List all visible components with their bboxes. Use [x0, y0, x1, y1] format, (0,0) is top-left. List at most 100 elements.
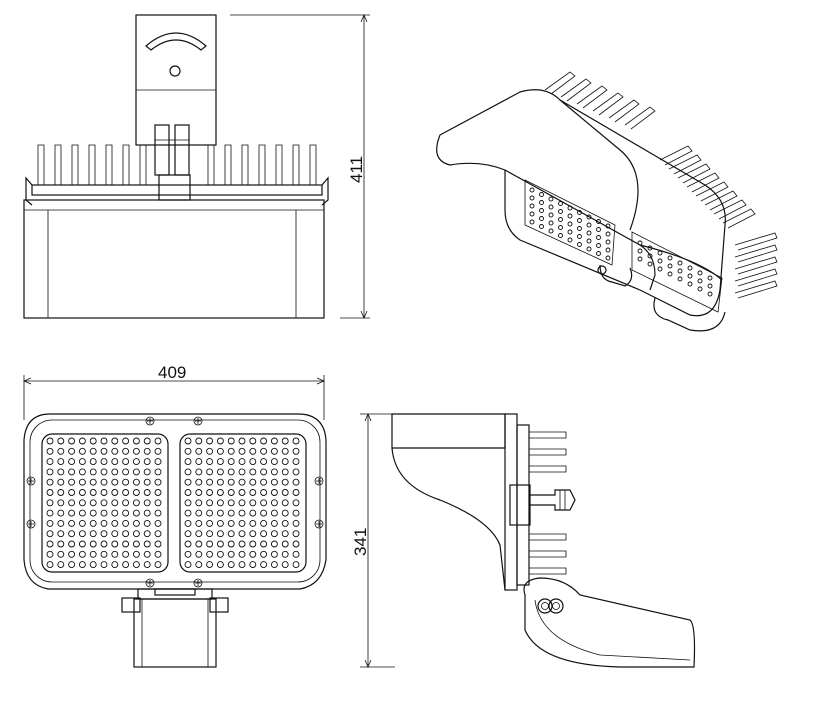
led: [539, 200, 544, 205]
led: [249, 519, 257, 527]
led: [529, 219, 535, 225]
led: [292, 458, 300, 466]
iso-fin: [677, 163, 711, 184]
led: [281, 561, 289, 569]
led: [281, 489, 289, 496]
led: [89, 447, 97, 455]
led: [68, 530, 76, 538]
led: [132, 550, 140, 558]
led: [558, 201, 563, 206]
led: [46, 447, 54, 455]
led: [292, 509, 300, 517]
led: [249, 489, 257, 496]
led: [567, 213, 573, 219]
led: [100, 519, 108, 527]
led: [227, 478, 235, 486]
led: [238, 458, 246, 466]
led: [260, 530, 268, 538]
led: [122, 489, 130, 496]
screw-icon: [26, 519, 36, 529]
led: [78, 458, 86, 466]
led: [667, 255, 673, 261]
led: [111, 540, 119, 548]
led: [260, 468, 268, 476]
led: [184, 437, 192, 445]
iso-fin: [722, 208, 756, 229]
led-panel-left: [41, 433, 169, 573]
led: [143, 458, 151, 466]
led: [122, 509, 130, 517]
led: [238, 468, 246, 476]
led: [184, 478, 192, 486]
led: [238, 478, 246, 486]
led: [260, 540, 268, 548]
led: [281, 519, 289, 527]
led: [68, 458, 76, 466]
led: [89, 478, 97, 486]
led: [707, 275, 713, 281]
led: [111, 478, 119, 486]
iso-fin: [608, 99, 640, 123]
led: [281, 530, 289, 538]
led: [249, 550, 257, 558]
led: [260, 509, 268, 517]
led: [184, 561, 192, 569]
side-elevation-view: 411: [23, 13, 370, 320]
led: [122, 447, 130, 455]
led: [227, 489, 235, 496]
led: [260, 437, 268, 445]
led: [46, 519, 54, 527]
led: [249, 509, 257, 517]
fin: [37, 144, 45, 185]
housing-body: [23, 199, 325, 319]
led: [249, 530, 257, 538]
led: [78, 437, 86, 445]
led: [529, 211, 535, 217]
led: [292, 468, 300, 476]
led: [206, 550, 214, 558]
led: [89, 499, 97, 507]
led: [89, 540, 97, 548]
led: [143, 447, 151, 455]
depth-dimension: 341: [351, 528, 370, 556]
led: [143, 530, 151, 538]
led: [238, 561, 246, 569]
led: [216, 499, 224, 507]
front-housing: [23, 413, 327, 590]
led: [596, 251, 601, 256]
fin: [71, 144, 79, 185]
led: [184, 540, 192, 548]
fin: [105, 144, 113, 185]
led: [687, 273, 693, 279]
led: [596, 243, 601, 248]
led: [539, 208, 544, 213]
led: [111, 468, 119, 476]
led: [78, 540, 86, 548]
fin: [529, 567, 567, 575]
led: [122, 458, 130, 466]
screw-icon: [145, 578, 155, 588]
iso-fin: [544, 71, 576, 95]
led: [68, 519, 76, 527]
led: [249, 447, 257, 455]
led: [100, 437, 108, 445]
led: [206, 478, 214, 486]
led: [577, 218, 582, 223]
iso-fin: [624, 106, 656, 130]
led: [57, 458, 65, 466]
led: [238, 509, 246, 517]
led: [270, 509, 278, 517]
iso-heat-sink-fins-top: [544, 71, 656, 130]
led: [206, 489, 214, 496]
led: [111, 458, 119, 466]
led: [586, 230, 592, 236]
led: [292, 447, 300, 455]
led: [567, 221, 573, 227]
led: [68, 509, 76, 517]
led: [270, 478, 278, 486]
led: [132, 458, 140, 466]
led: [143, 550, 151, 558]
led: [577, 234, 582, 239]
led: [529, 195, 535, 201]
